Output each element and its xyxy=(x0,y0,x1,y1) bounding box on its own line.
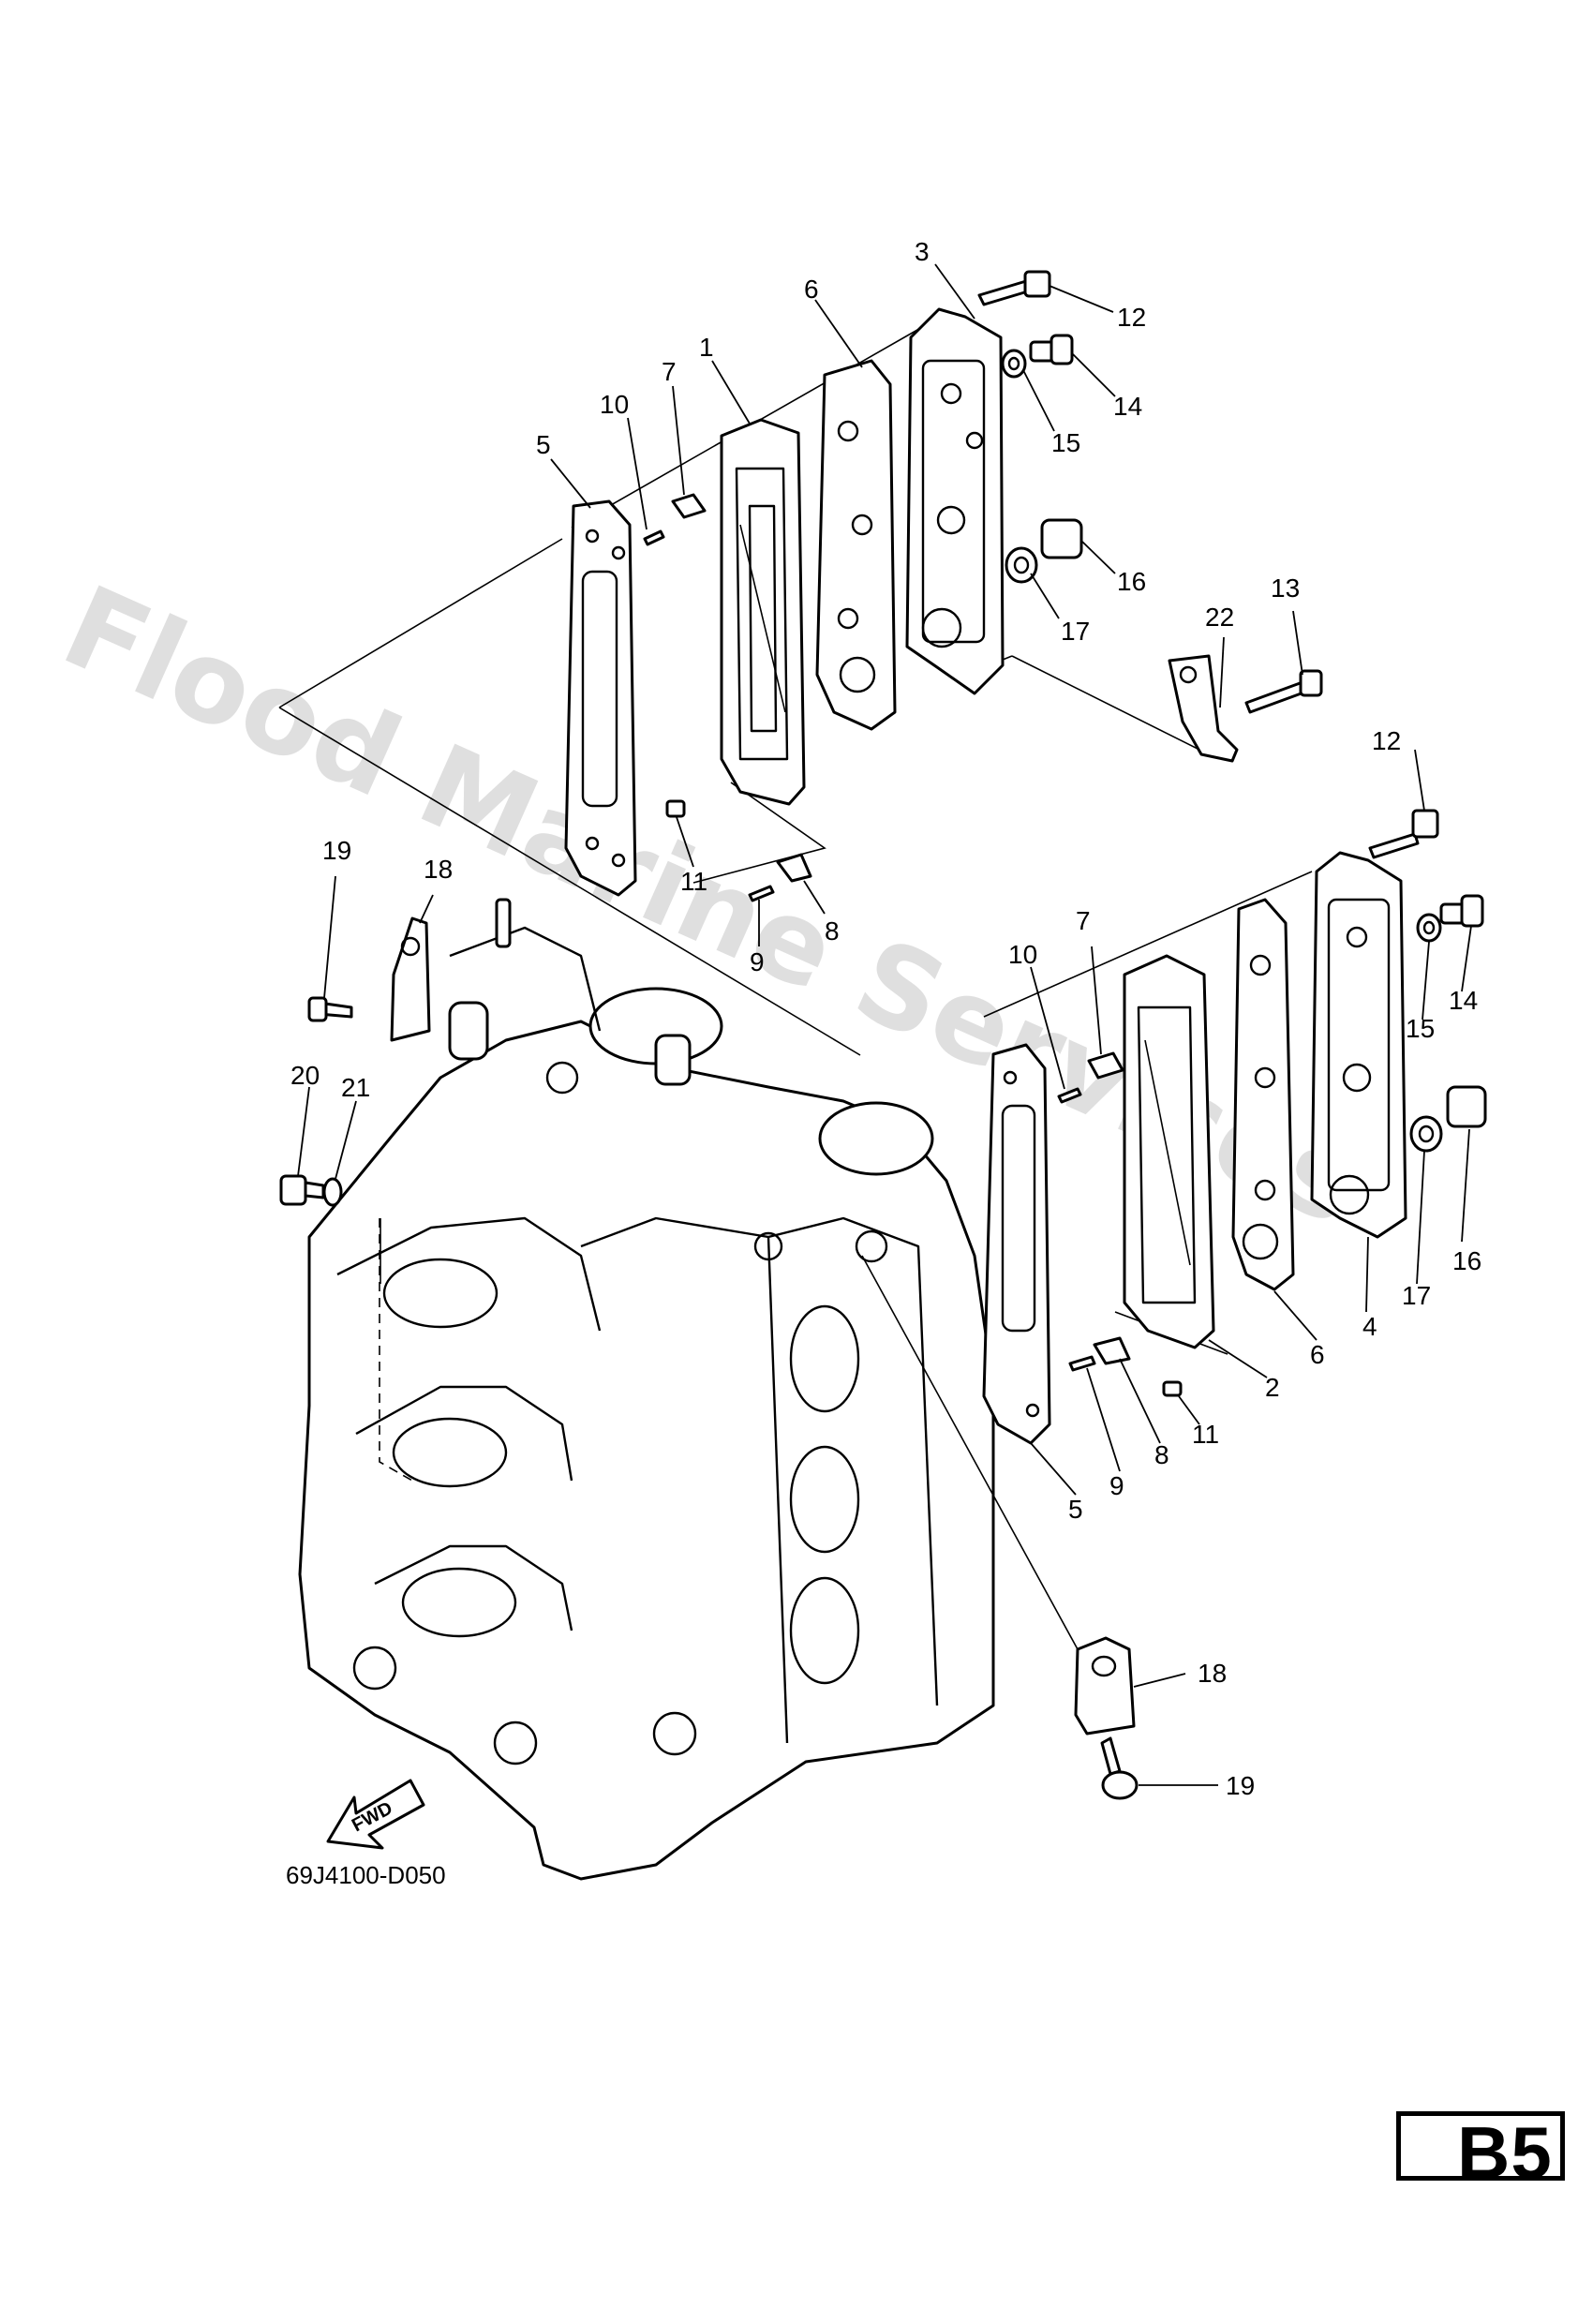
screw-14-lower xyxy=(1439,894,1484,928)
screw-14-upper xyxy=(1029,334,1074,365)
pin-11-upper xyxy=(665,799,686,818)
cover-4-lower xyxy=(1310,851,1407,1239)
callout-15-lower: 15 xyxy=(1406,1014,1435,1043)
bolt-19-left xyxy=(307,996,353,1022)
diagram-code: 69J4100-D050 xyxy=(286,1861,446,1889)
callout-2-lower: 2 xyxy=(1265,1373,1280,1402)
gasket-5-lower xyxy=(982,1043,1051,1445)
cylinder-block xyxy=(298,898,995,1881)
bolt-12-upper xyxy=(977,270,1051,306)
cover-3-upper xyxy=(905,307,1005,695)
washer-17-upper xyxy=(1005,546,1038,584)
callout-9-lower: 9 xyxy=(1109,1471,1124,1500)
bracket-18-lower xyxy=(1074,1636,1136,1736)
callout-1: 1 xyxy=(699,333,714,362)
fwd-arrow: FWD xyxy=(326,1779,425,1850)
callout-21: 21 xyxy=(341,1073,370,1102)
callout-22: 22 xyxy=(1205,603,1234,632)
washer-17-lower xyxy=(1409,1115,1443,1153)
clip-8-lower xyxy=(1093,1336,1131,1365)
callouts-left: 19 18 20 21 xyxy=(290,836,453,1102)
callout-12: 12 xyxy=(1117,303,1146,332)
washer-15-upper xyxy=(1001,349,1027,379)
clip-8-upper xyxy=(776,853,812,883)
callout-15: 15 xyxy=(1051,428,1080,457)
bolt-12-lower xyxy=(1368,809,1439,859)
screw-10-lower xyxy=(1057,1087,1082,1104)
callout-14-lower: 14 xyxy=(1449,986,1478,1015)
plug-16-lower xyxy=(1446,1085,1487,1128)
callout-18-lower: 18 xyxy=(1198,1659,1227,1688)
callout-4-lower: 4 xyxy=(1362,1312,1377,1341)
plug-16-upper xyxy=(1040,518,1083,559)
callout-18-left: 18 xyxy=(424,855,453,884)
gasket-6-upper xyxy=(815,359,897,731)
callout-17: 17 xyxy=(1061,617,1090,646)
callout-16-lower: 16 xyxy=(1452,1246,1481,1275)
callout-16: 16 xyxy=(1117,567,1146,596)
callout-8: 8 xyxy=(825,916,840,946)
callout-7: 7 xyxy=(662,357,677,386)
screw-10-upper xyxy=(643,529,665,546)
bolt-19-lower xyxy=(1100,1736,1139,1800)
callout-17-lower: 17 xyxy=(1402,1281,1431,1310)
washer-21 xyxy=(322,1177,343,1207)
screw-9-lower xyxy=(1068,1355,1096,1372)
callout-3: 3 xyxy=(915,237,930,266)
callout-13: 13 xyxy=(1271,574,1300,603)
callout-10-lower: 10 xyxy=(1008,940,1037,969)
callout-10: 10 xyxy=(600,390,629,419)
leader-lines xyxy=(297,263,1472,1786)
bracket-18-left xyxy=(390,916,431,1042)
callout-20: 20 xyxy=(290,1061,320,1090)
bracket-22 xyxy=(1168,654,1239,763)
pin-11-lower xyxy=(1162,1380,1183,1397)
callout-6: 6 xyxy=(804,275,819,304)
callout-12-lower: 12 xyxy=(1372,726,1401,755)
page-tag-label: B5 xyxy=(1457,2111,1553,2194)
gasket-5-upper xyxy=(564,499,637,897)
callout-9: 9 xyxy=(750,947,765,976)
callouts-lower: 12 7 10 14 15 16 17 4 6 2 11 8 9 5 18 19 xyxy=(1008,726,1481,1800)
callout-7-lower: 7 xyxy=(1076,906,1091,935)
callout-8-lower: 8 xyxy=(1154,1440,1169,1469)
page-tag-box: B5 xyxy=(1396,2111,1565,2194)
callout-5-lower: 5 xyxy=(1068,1495,1083,1524)
stopper-7-upper xyxy=(671,493,707,519)
callout-19-lower: 19 xyxy=(1226,1771,1255,1800)
washer-15-lower xyxy=(1416,913,1442,943)
callout-19-left: 19 xyxy=(322,836,351,865)
callouts-upper: 3 6 1 7 10 5 12 14 15 16 17 13 22 11 9 8 xyxy=(536,237,1300,976)
reed-valve-1-upper xyxy=(720,418,806,806)
screw-9-upper xyxy=(748,885,775,902)
bolt-20 xyxy=(279,1174,325,1206)
stopper-7-lower xyxy=(1087,1051,1124,1080)
reed-valve-2-lower xyxy=(1123,954,1215,1349)
callout-11: 11 xyxy=(680,867,707,896)
callout-14: 14 xyxy=(1113,392,1142,421)
callout-5: 5 xyxy=(536,430,551,459)
bolt-13 xyxy=(1244,669,1323,714)
gasket-6-lower xyxy=(1231,898,1295,1291)
callout-11-lower: 11 xyxy=(1192,1420,1219,1449)
callout-6-lower: 6 xyxy=(1310,1340,1325,1369)
